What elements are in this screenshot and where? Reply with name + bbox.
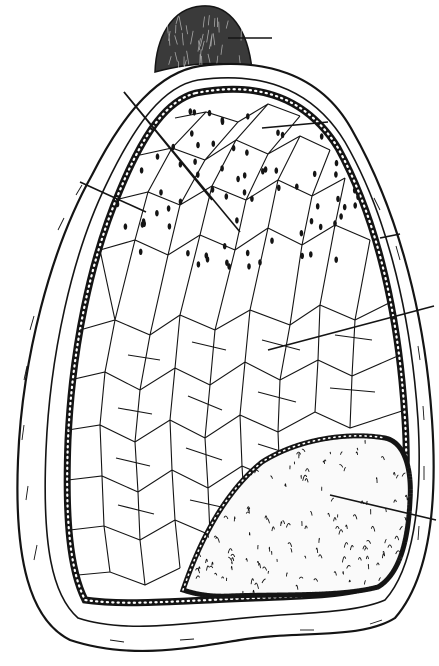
cell-nucleus <box>193 159 197 165</box>
cell-nucleus <box>319 224 323 230</box>
cell-nucleus <box>124 223 128 229</box>
cell-nucleus <box>264 166 268 172</box>
cell-nucleus <box>193 109 197 115</box>
cell-nucleus <box>353 202 357 208</box>
cell-nucleus <box>167 205 171 211</box>
cell-nucleus <box>189 108 193 114</box>
cell-nucleus <box>295 184 299 190</box>
cell-nucleus <box>223 243 227 249</box>
cell-nucleus <box>196 172 200 178</box>
cell-nucleus <box>227 263 231 269</box>
cell-nucleus <box>156 153 160 159</box>
cell-nucleus <box>334 257 338 263</box>
cell-nucleus <box>276 130 280 136</box>
cell-nucleus <box>139 249 143 255</box>
cell-nucleus <box>243 189 247 195</box>
cell-nucleus <box>116 201 120 207</box>
cell-nucleus <box>339 213 343 219</box>
cell-nucleus <box>190 130 194 136</box>
cell-nucleus <box>197 261 201 267</box>
cell-nucleus <box>300 230 304 236</box>
cell-nucleus <box>211 186 215 192</box>
cell-nucleus <box>250 196 254 202</box>
cell-nucleus <box>309 251 313 257</box>
cell-nucleus <box>186 250 190 256</box>
cell-nucleus <box>142 218 146 224</box>
germ-squiggle <box>249 533 250 536</box>
cell-nucleus <box>281 132 285 138</box>
cell-nucleus <box>356 194 360 200</box>
cell-nucleus <box>221 119 225 125</box>
cell-nucleus <box>336 196 340 202</box>
cell-nucleus <box>334 171 338 177</box>
cell-nucleus <box>270 238 274 244</box>
cell-nucleus <box>333 220 337 226</box>
cell-nucleus <box>335 160 339 166</box>
cell-nucleus <box>196 142 200 148</box>
cell-nucleus <box>246 113 250 119</box>
cell-nucleus <box>140 167 144 173</box>
brush-hairs <box>155 6 252 72</box>
cell-nucleus <box>258 259 262 265</box>
cell-nucleus <box>235 217 239 223</box>
cell-nucleus <box>245 149 249 155</box>
cell-nucleus <box>225 193 229 199</box>
cell-nucleus <box>205 252 209 258</box>
cell-nucleus <box>316 203 320 209</box>
cell-nucleus <box>236 176 240 182</box>
cell-nucleus <box>300 253 304 259</box>
cell-nucleus <box>277 185 281 191</box>
cell-nucleus <box>313 171 317 177</box>
cell-nucleus <box>343 204 347 210</box>
cell-nucleus <box>155 210 159 216</box>
germ-squiggle <box>375 585 376 587</box>
cell-nucleus <box>275 167 279 173</box>
cell-nucleus <box>247 263 251 269</box>
cell-nucleus <box>212 141 216 147</box>
germ-squiggle <box>269 547 270 551</box>
cell-nucleus <box>310 218 314 224</box>
cell-nucleus <box>208 110 212 116</box>
cell-nucleus <box>159 189 163 195</box>
cell-nucleus <box>168 223 172 229</box>
cell-nucleus <box>179 199 183 205</box>
germ-squiggle <box>368 564 369 569</box>
cell-nucleus <box>353 187 357 193</box>
cell-nucleus <box>320 133 324 139</box>
cell-nucleus <box>246 250 250 256</box>
cell-nucleus <box>232 145 236 151</box>
cell-nucleus <box>243 172 247 178</box>
cell-nucleus <box>220 165 224 171</box>
